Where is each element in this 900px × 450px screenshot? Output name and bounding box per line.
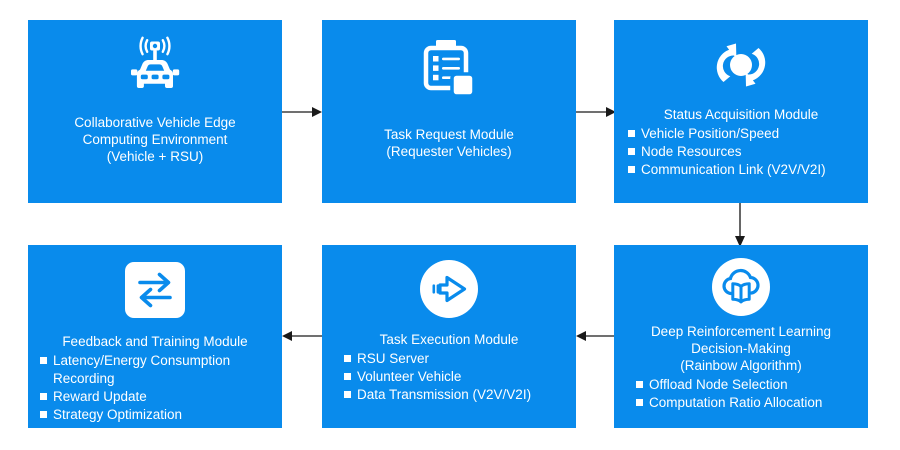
bullet-square-icon <box>344 391 351 398</box>
clipboard-task-list-icon <box>418 36 480 100</box>
list-item: Latency/Energy Consumption <box>40 352 230 370</box>
bidirectional-exchange-icon <box>121 261 189 319</box>
connected-car-icon <box>123 36 187 100</box>
list-item: Node Resources <box>628 143 826 161</box>
connector-status-to-drl <box>735 203 745 247</box>
connector-execution-to-feedback <box>282 331 322 341</box>
node-bullet-list: Offload Node Selection Computation Ratio… <box>636 376 822 412</box>
list-item: RSU Server <box>344 350 531 368</box>
bullet-square-icon <box>628 166 635 173</box>
node-collaborative-vehicle-edge-computing-environment[interactable]: Collaborative Vehicle Edge Computing Env… <box>28 20 282 203</box>
node-task-execution-module[interactable]: Task Execution Module RSU Server Volunte… <box>322 245 576 428</box>
bullet-square-icon <box>344 373 351 380</box>
bullet-square-icon <box>628 148 635 155</box>
list-item: Offload Node Selection <box>636 376 822 394</box>
list-item: Vehicle Position/Speed <box>628 125 826 143</box>
list-item: Computation Ratio Allocation <box>636 394 822 412</box>
node-bullet-list: RSU Server Volunteer Vehicle Data Transm… <box>344 350 531 404</box>
list-item: Strategy Optimization <box>40 406 230 424</box>
connector-drl-to-execution <box>576 331 616 341</box>
sync-refresh-icon <box>710 34 772 96</box>
arrow-execute-circle-icon <box>419 259 479 319</box>
node-title: Deep Reinforcement Learning Decision-Mak… <box>650 324 832 373</box>
node-task-request-module[interactable]: Task Request Module (Requester Vehicles) <box>322 20 576 203</box>
bullet-square-icon <box>40 411 47 418</box>
node-title: Task Execution Module <box>379 332 519 347</box>
bullet-square-icon <box>636 399 643 406</box>
connector-request-to-status <box>576 107 616 117</box>
cloud-learning-book-icon <box>711 257 771 317</box>
bullet-square-icon <box>40 393 47 400</box>
bullet-square-icon <box>40 357 47 364</box>
node-deep-reinforcement-learning-decision-making[interactable]: Deep Reinforcement Learning Decision-Mak… <box>614 245 868 428</box>
bullet-square-icon <box>636 381 643 388</box>
node-title: Status Acquisition Module <box>663 107 819 122</box>
node-bullet-list: Vehicle Position/Speed Node Resources Co… <box>628 125 826 179</box>
list-item: Communication Link (V2V/V2I) <box>628 161 826 179</box>
node-feedback-and-training-module[interactable]: Feedback and Training Module Latency/Ene… <box>28 245 282 428</box>
bullet-square-icon <box>628 130 635 137</box>
node-status-acquisition-module[interactable]: Status Acquisition Module Vehicle Positi… <box>614 20 868 203</box>
list-item: Reward Update <box>40 388 230 406</box>
list-item: Data Transmission (V2V/V2I) <box>344 386 531 404</box>
list-item: Volunteer Vehicle <box>344 368 531 386</box>
node-title: Collaborative Vehicle Edge Computing Env… <box>74 115 236 164</box>
node-bullet-list: Latency/Energy Consumption Recording Rew… <box>40 352 230 424</box>
connector-edge-to-request <box>282 107 322 117</box>
bullet-square-icon <box>344 355 351 362</box>
node-title: Feedback and Training Module <box>62 334 248 349</box>
list-item-continuation: Recording <box>53 371 115 386</box>
node-title: Task Request Module (Requester Vehicles) <box>384 127 514 159</box>
